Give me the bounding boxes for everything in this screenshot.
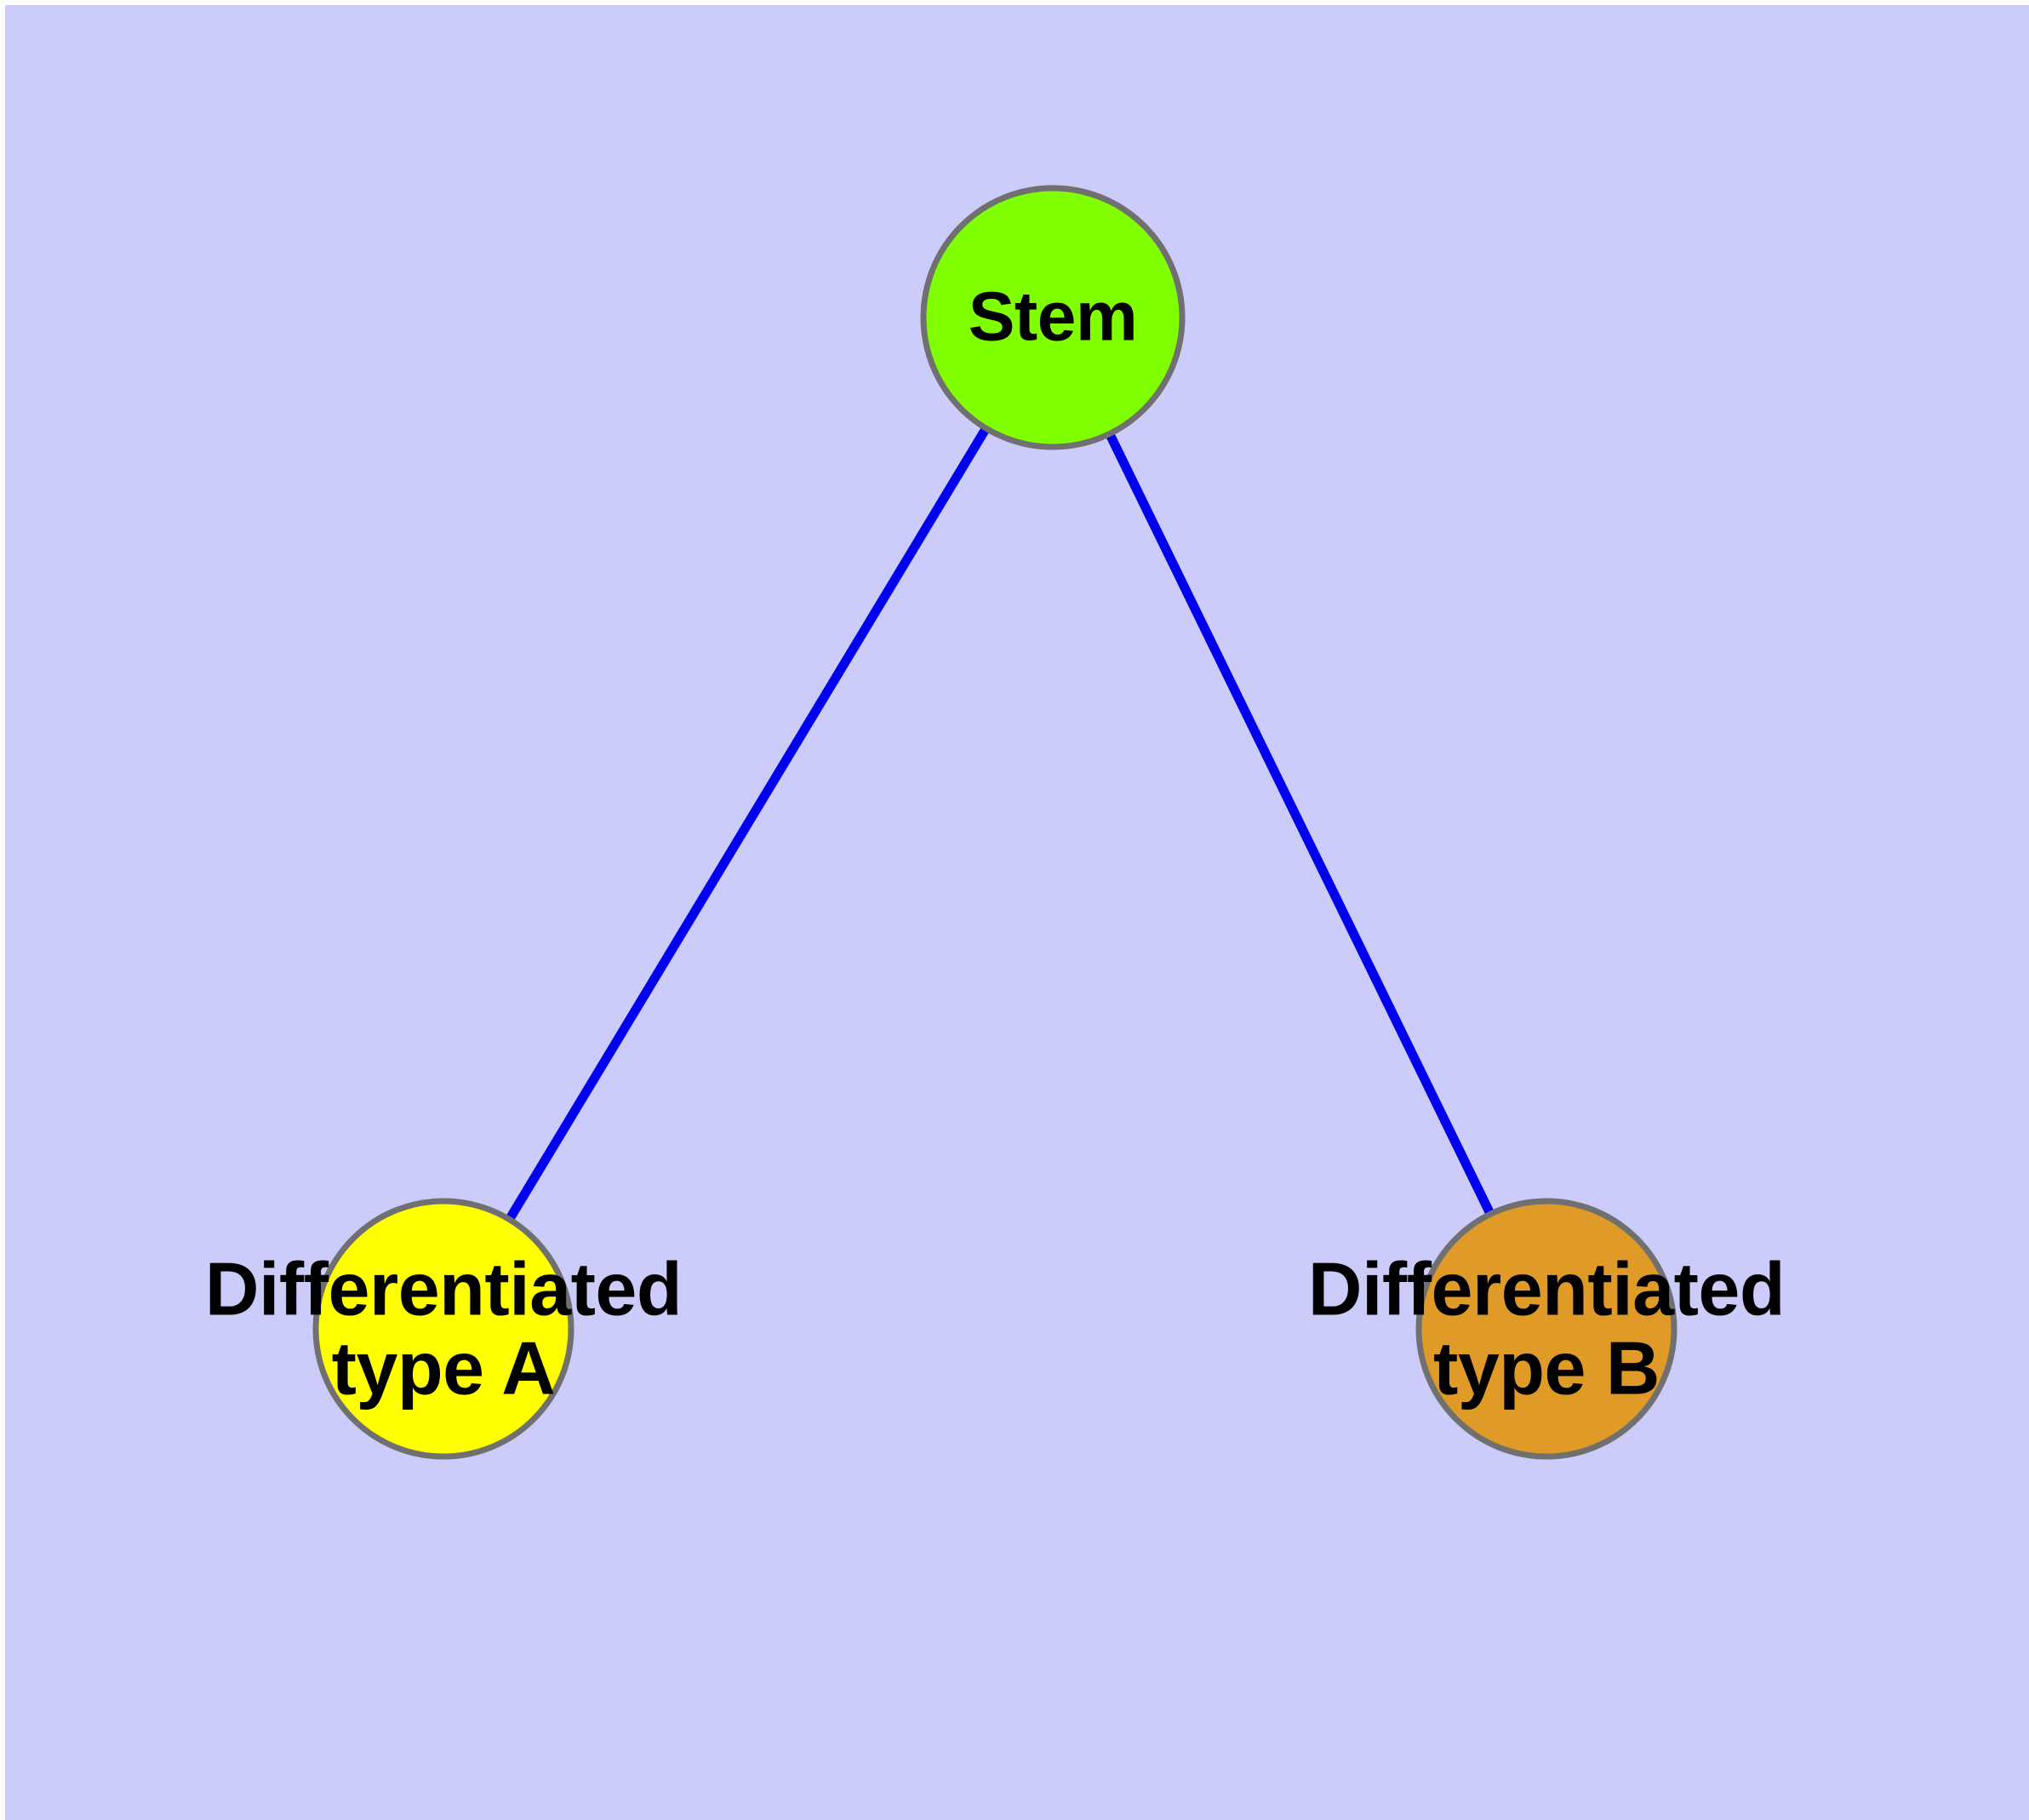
edge-stem-diff-a (500, 418, 995, 1229)
edge-stem-diff-b (1101, 424, 1499, 1224)
edges-layer (500, 418, 1499, 1229)
node-circle-diff_b[interactable] (1415, 1198, 1677, 1460)
node-circle-diff_a[interactable] (312, 1198, 574, 1460)
node-circle-stem[interactable] (920, 185, 1186, 450)
nodes-layer (312, 185, 1677, 1460)
